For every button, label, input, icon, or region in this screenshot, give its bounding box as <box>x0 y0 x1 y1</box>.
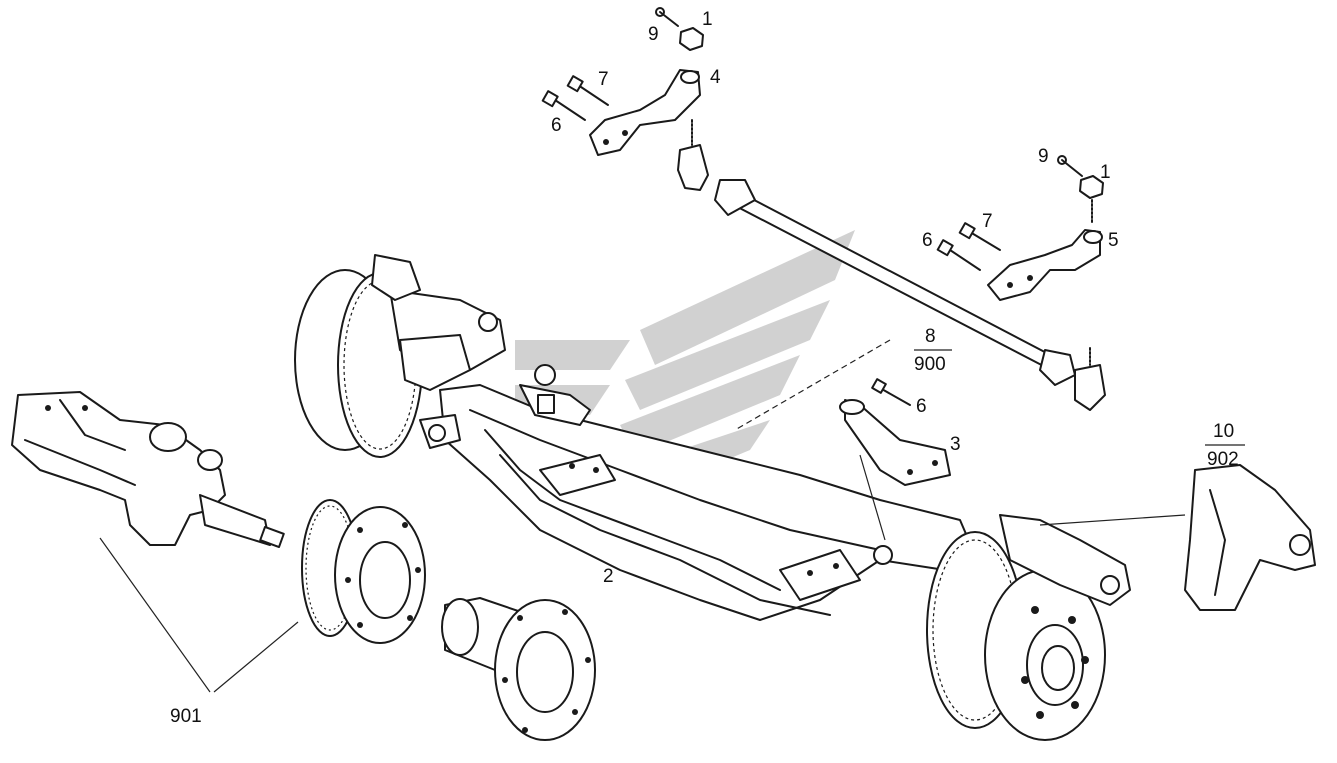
axle-beam: 2 <box>439 384 976 621</box>
steering-arm-3: 3 <box>839 399 961 565</box>
label-900: 900 <box>914 354 946 375</box>
steering-knuckle-left <box>11 391 285 548</box>
label-1a: 1 <box>702 9 713 30</box>
label-10: 10 <box>1213 421 1234 442</box>
right-wheel-assembly <box>926 514 1131 741</box>
tie-rod-end-left <box>677 119 709 191</box>
label-5: 5 <box>1108 230 1119 251</box>
label-2: 2 <box>603 566 614 587</box>
tie-rod <box>714 179 1076 386</box>
callout-901: 901 <box>99 537 299 727</box>
bolt-6-left: 6 <box>541 90 586 136</box>
label-901: 901 <box>170 706 202 727</box>
bolt-6-right-upper: 6 <box>922 230 981 271</box>
wheel-hub <box>441 597 596 741</box>
label-4: 4 <box>710 67 721 88</box>
label-7a: 7 <box>598 69 609 90</box>
label-3: 3 <box>950 434 961 455</box>
bolt-6-right: 6 <box>871 378 927 417</box>
callout-8-900: 8 900 <box>734 326 952 431</box>
label-9a: 9 <box>648 24 659 45</box>
left-wheel-assembly <box>294 254 506 458</box>
label-6a: 6 <box>551 115 562 136</box>
nut-1-top: 1 <box>679 9 713 51</box>
steering-lever-4: 4 <box>589 67 721 156</box>
label-8: 8 <box>925 326 936 347</box>
steering-knuckle-right: 10 902 <box>1039 421 1316 611</box>
brake-disc <box>301 499 426 644</box>
bolt-7-right: 7 <box>958 211 1001 251</box>
label-1b: 1 <box>1100 162 1111 183</box>
bolt-7-left: 7 <box>566 69 609 106</box>
cotter-pin-9-right: 9 <box>1038 146 1083 177</box>
label-6b: 6 <box>922 230 933 251</box>
label-7b: 7 <box>982 211 993 232</box>
label-9b: 9 <box>1038 146 1049 167</box>
nut-1-right: 1 <box>1079 162 1111 223</box>
tie-rod-end-right <box>1074 347 1106 411</box>
label-902: 902 <box>1207 449 1239 470</box>
steering-lever-5: 5 <box>987 229 1119 301</box>
cotter-pin-9-top: 9 <box>648 7 679 45</box>
label-6c: 6 <box>916 396 927 417</box>
center-ball-joint <box>519 364 591 426</box>
